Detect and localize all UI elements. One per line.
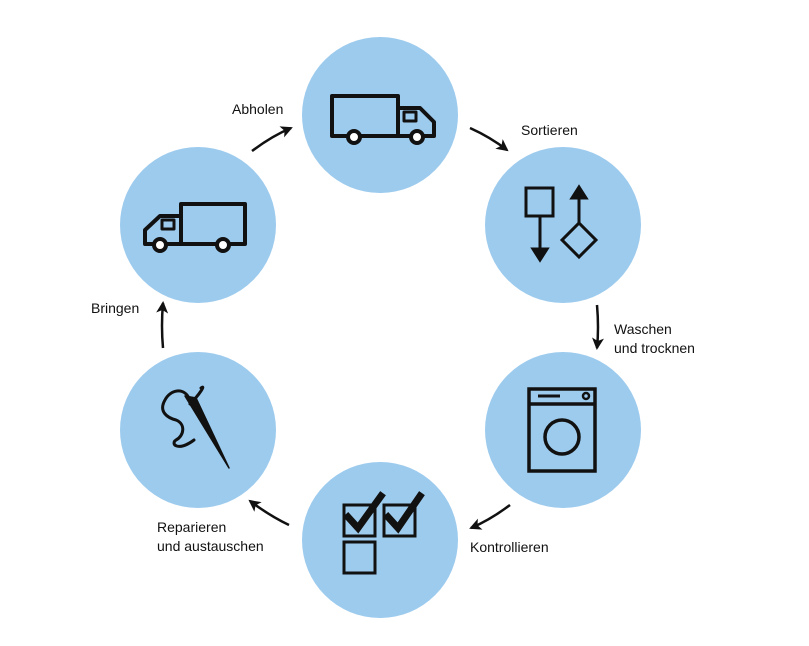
- step-label-check: Kontrollieren: [470, 539, 549, 555]
- checkboxes-icon: [342, 491, 425, 575]
- step-circle-sort: [485, 147, 641, 303]
- truck-right-icon: [330, 94, 436, 145]
- arrow-deliver-to-pickup: [251, 126, 293, 153]
- needle-thread-icon: [161, 385, 230, 469]
- truck-left-icon: [143, 202, 247, 253]
- arrow-wash-to-check: [469, 503, 511, 530]
- step-label-sort: Sortieren: [521, 122, 578, 138]
- step-label-repair-line1: Reparieren: [157, 519, 226, 535]
- arrow-repair-to-deliver: [156, 301, 169, 349]
- arrow-sort-to-wash: [592, 304, 604, 350]
- step-circle-wash: [485, 352, 641, 508]
- step-circle-deliver: [120, 147, 276, 303]
- arrow-check-to-repair: [248, 499, 290, 527]
- step-label-pickup: Abholen: [232, 101, 283, 117]
- step-circle-pickup: [302, 37, 458, 193]
- step-circle-check: [302, 462, 458, 618]
- washing-machine-icon: [527, 387, 597, 473]
- step-label-wash-line2: und trocknen: [614, 340, 695, 356]
- step-circle-repair: [120, 352, 276, 508]
- step-label-repair-line2: und austauschen: [157, 538, 264, 554]
- step-label-wash-line1: Waschen: [614, 321, 672, 337]
- step-label-deliver: Bringen: [91, 300, 139, 316]
- arrow-pickup-to-sort: [469, 126, 509, 152]
- sort-icon: [524, 184, 599, 263]
